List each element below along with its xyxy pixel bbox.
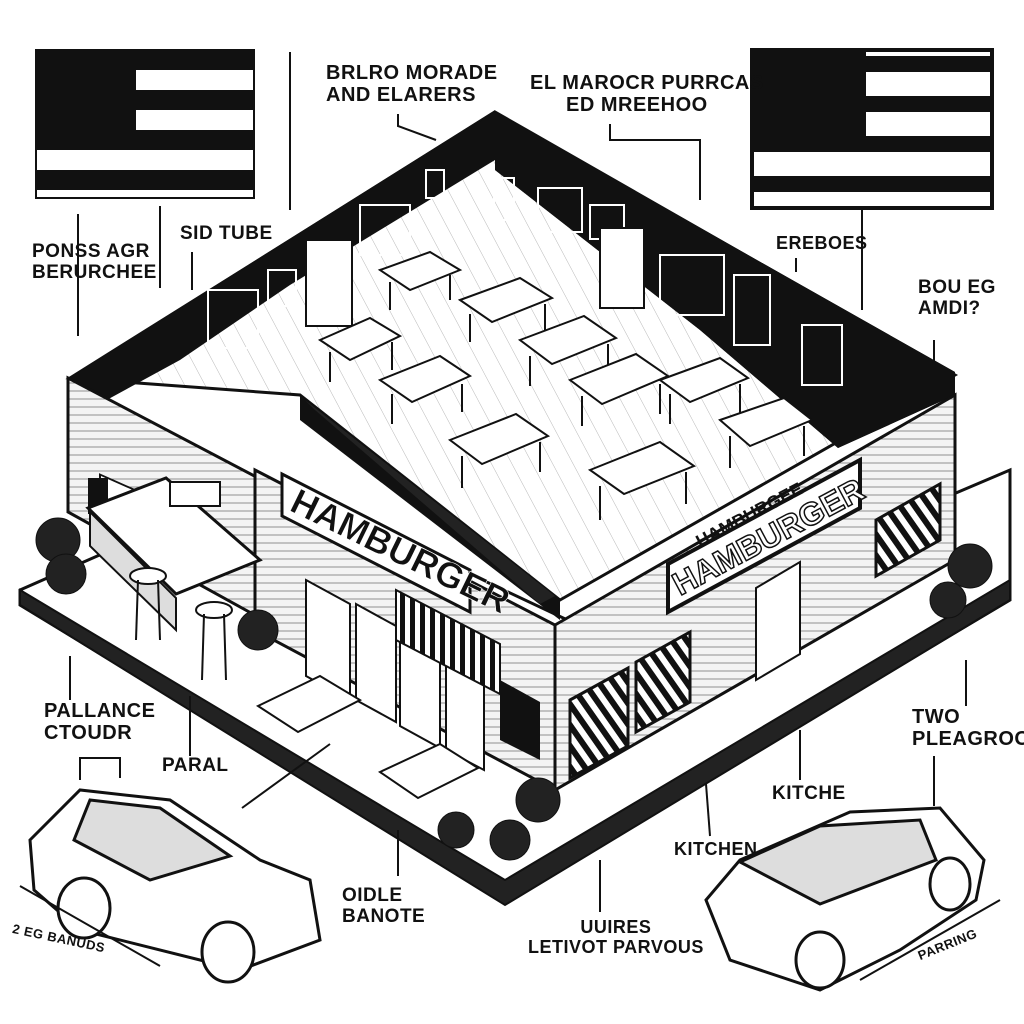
us-flag-icon bbox=[750, 48, 994, 210]
label-kitchen: KITCHEN bbox=[674, 839, 758, 859]
label-right-upper: EREBOES bbox=[776, 233, 868, 253]
stools bbox=[129, 567, 233, 681]
label-kitche: KITCHE bbox=[772, 783, 846, 804]
stool-icon bbox=[129, 567, 167, 641]
car-left bbox=[28, 788, 322, 984]
bush-icon bbox=[437, 811, 475, 849]
table-icon bbox=[657, 356, 751, 424]
front-wall bbox=[253, 467, 557, 793]
stool-icon bbox=[195, 601, 233, 681]
table-icon bbox=[718, 396, 814, 468]
bush-icon bbox=[237, 609, 279, 651]
bush-icon bbox=[929, 581, 967, 619]
us-flag-icon bbox=[35, 49, 255, 199]
car-icon bbox=[28, 788, 322, 984]
bush-icon bbox=[515, 777, 561, 823]
table-icon bbox=[317, 316, 403, 382]
table-icon bbox=[567, 352, 671, 426]
table-icon bbox=[377, 250, 463, 310]
table-icon bbox=[377, 354, 473, 424]
wall-frames bbox=[99, 169, 843, 386]
car-right bbox=[704, 806, 986, 992]
dining-tables bbox=[317, 250, 814, 520]
kitchen-partition bbox=[300, 395, 560, 620]
label-paral: PARAL bbox=[162, 755, 229, 776]
table-icon bbox=[457, 276, 555, 342]
car-icon bbox=[704, 806, 986, 992]
interior-doors bbox=[305, 227, 645, 327]
label-right-lower: TWOPLEAGROOMES bbox=[912, 706, 1024, 750]
bush-icon bbox=[947, 543, 993, 589]
leader-lines bbox=[19, 52, 1001, 981]
bushes bbox=[35, 517, 993, 861]
bush-icon bbox=[489, 819, 531, 861]
us-flag-left bbox=[35, 49, 255, 199]
bush-icon bbox=[45, 553, 87, 595]
us-flag-right bbox=[750, 48, 994, 210]
table-icon bbox=[587, 440, 697, 520]
picnic-tables bbox=[255, 674, 481, 800]
table-icon bbox=[447, 412, 551, 488]
label-side-tube: SID TUBE bbox=[180, 223, 273, 244]
